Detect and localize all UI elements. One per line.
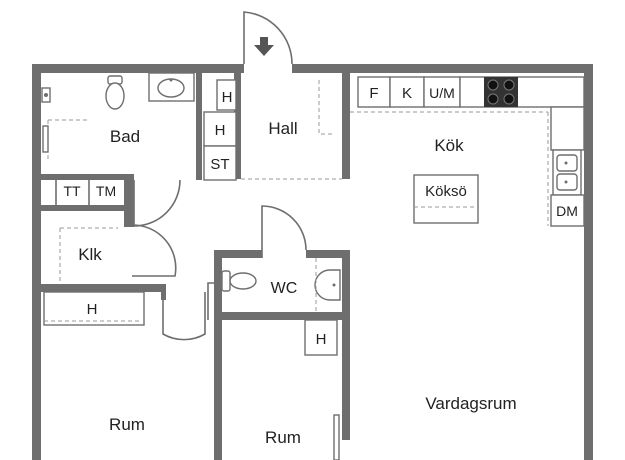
bad-radiator bbox=[42, 125, 49, 153]
stove-icon bbox=[484, 77, 518, 107]
fixture-label-k: K bbox=[402, 85, 412, 102]
bad-door-swing bbox=[133, 179, 181, 227]
room-label-klk: Klk bbox=[78, 245, 102, 264]
left-room-door-swing bbox=[162, 292, 206, 341]
fixture-label-h-left-room: H bbox=[87, 301, 98, 318]
fixture-label-h-hall-bottom: H bbox=[215, 122, 226, 139]
room-label-vardagsrum: Vardagsrum bbox=[425, 394, 516, 413]
kitchen-counter-right bbox=[550, 106, 585, 151]
fixture-label-tm: TM bbox=[96, 183, 116, 199]
wc-wall-left bbox=[214, 250, 222, 460]
room-label-rum-middle: Rum bbox=[265, 428, 301, 447]
closet-wall-bottom bbox=[41, 205, 134, 211]
kitchen-dashed-outline bbox=[350, 111, 549, 226]
counter-top bbox=[459, 76, 585, 108]
wc-wall-bottom bbox=[214, 312, 350, 320]
mid-room-wardrobe bbox=[304, 319, 338, 356]
kitchen-wall-left bbox=[342, 73, 350, 179]
hall-cabinet-top bbox=[216, 79, 237, 111]
klk-dashed-outline bbox=[59, 227, 118, 284]
bad-wall-bottom bbox=[41, 174, 134, 180]
wc-sink-icon bbox=[314, 269, 341, 301]
wc-door-swing bbox=[261, 205, 307, 258]
wc-wall-top-right bbox=[306, 250, 350, 258]
shower-fixture bbox=[41, 87, 51, 103]
outer-wall-right bbox=[584, 64, 593, 460]
fixture-label-h-mid-room: H bbox=[316, 331, 327, 348]
entrance-door-swing bbox=[243, 11, 293, 65]
wc-toilet-icon bbox=[221, 270, 257, 292]
mid-room-window-frame bbox=[333, 414, 340, 460]
fridge-cabinet bbox=[357, 76, 391, 108]
hall-storage-wall bbox=[234, 73, 241, 179]
wc-wall-top-left bbox=[214, 250, 262, 258]
klk-wall-bottom bbox=[41, 284, 163, 292]
entrance-arrow-icon bbox=[254, 37, 274, 56]
room-label-koks-o: Köksö bbox=[425, 183, 467, 200]
dishwasher-cabinet bbox=[550, 194, 585, 227]
room-label-wc: WC bbox=[271, 280, 298, 297]
toilet-icon bbox=[105, 75, 125, 110]
hall-dashed-right bbox=[318, 80, 334, 135]
bad-wall-right bbox=[196, 73, 202, 180]
outer-wall-top-left bbox=[32, 64, 244, 73]
wc-wall-right bbox=[342, 250, 350, 440]
mid-room-door-swing bbox=[207, 282, 214, 320]
fixture-label-f: F bbox=[369, 85, 378, 102]
fixture-label-st: ST bbox=[210, 156, 229, 173]
room-label-hall: Hall bbox=[268, 119, 297, 138]
hall-cabinet-middle bbox=[203, 111, 237, 147]
fixture-label-um: U/M bbox=[429, 85, 455, 101]
sink-icon bbox=[148, 72, 195, 102]
freezer-cabinet bbox=[389, 76, 425, 108]
bad-dashed-outline bbox=[47, 119, 90, 160]
closet-wall-right bbox=[124, 180, 134, 227]
hall-cabinet-st bbox=[203, 145, 237, 181]
left-room-wardrobe bbox=[43, 291, 145, 326]
klk-door-swing bbox=[131, 224, 177, 277]
fixture-label-tt: TT bbox=[63, 183, 81, 199]
outer-wall-left bbox=[32, 64, 41, 460]
kitchen-island bbox=[413, 174, 479, 224]
outer-wall-top-right bbox=[292, 64, 593, 73]
room-label-bad: Bad bbox=[110, 127, 140, 146]
fixture-label-h-hall-top: H bbox=[222, 89, 233, 106]
room-label-rum-left: Rum bbox=[109, 415, 145, 434]
kitchen-sink-icon bbox=[552, 149, 582, 196]
klk-wall-right bbox=[124, 211, 132, 225]
fixture-label-dm: DM bbox=[556, 203, 578, 219]
um-cabinet bbox=[423, 76, 461, 108]
room-label-kok: Kök bbox=[434, 136, 464, 155]
